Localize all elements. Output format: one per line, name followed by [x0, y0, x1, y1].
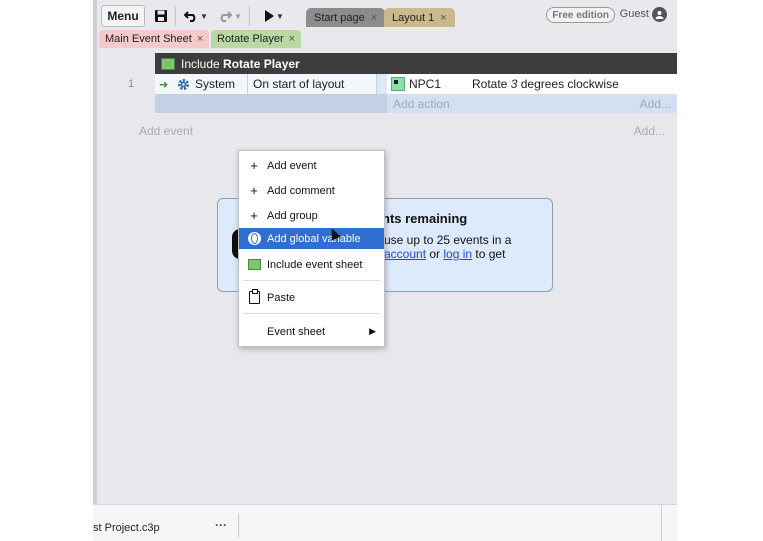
menu-item-add-global-variable[interactable]: Add global variable	[239, 228, 384, 249]
status-separator	[661, 505, 662, 541]
more-options-icon[interactable]: ···	[215, 518, 227, 532]
action-value: 3	[510, 77, 518, 91]
sprite-object-icon	[391, 77, 405, 91]
condition-cell[interactable]: ➜ System On start of layout	[155, 74, 377, 94]
add-action-row: Add action Add...	[155, 94, 677, 113]
toolbar-separator	[249, 6, 250, 26]
event-number: 1	[128, 78, 135, 90]
include-sheet-name: Rotate Player	[223, 56, 300, 71]
menu-item-include-event-sheet[interactable]: Include event sheet	[239, 254, 384, 275]
condition-object: System	[195, 77, 236, 91]
close-icon[interactable]: ×	[288, 33, 296, 45]
tab-label: Rotate Player	[217, 33, 284, 45]
save-icon[interactable]	[151, 5, 171, 27]
event-sheet-tabs: Main Event Sheet × Rotate Player ×	[97, 30, 677, 48]
action-object: NPC1	[409, 77, 442, 91]
tab-start-page[interactable]: Start page ×	[306, 8, 386, 27]
submenu-arrow-icon: ▶	[369, 326, 376, 336]
play-icon[interactable]: ▼	[259, 5, 289, 27]
event-row[interactable]: ➜ System On start of layout NPC1 Rotate …	[155, 74, 677, 94]
menu-item-event-sheet[interactable]: Event sheet ▶	[267, 325, 376, 338]
status-bar: st Project.c3p ···	[93, 504, 677, 541]
main-toolbar: Menu ▼ ▼ ▼ Start page × Layout 1 × Free …	[97, 0, 677, 30]
login-link[interactable]: log in	[443, 247, 473, 261]
event-sheet-icon	[161, 57, 175, 70]
user-circle-icon[interactable]	[652, 7, 667, 22]
menu-item-add-comment[interactable]: + Add comment	[239, 180, 384, 201]
event-sheet-icon	[247, 259, 261, 270]
plus-icon: +	[250, 183, 258, 198]
tab-label: Layout 1	[392, 11, 435, 24]
add-more-link[interactable]: Add...	[639, 97, 671, 111]
close-icon[interactable]: ×	[196, 33, 204, 45]
close-icon[interactable]: ×	[440, 11, 447, 24]
tab-main-event-sheet[interactable]: Main Event Sheet ×	[99, 30, 210, 48]
clipboard-icon	[247, 289, 261, 304]
action-text: Rotate 3 degrees clockwise	[472, 77, 619, 91]
context-menu: + Add event + Add comment + Add group Ad…	[238, 150, 385, 347]
plus-icon: +	[250, 208, 258, 223]
menu-separator	[243, 313, 380, 314]
notice-title: nts remaining	[382, 211, 468, 226]
user-name[interactable]: Guest	[619, 8, 649, 20]
tab-label: Start page	[314, 11, 365, 24]
condition-text: On start of layout	[253, 77, 345, 91]
notice-text: account or log in to get	[384, 247, 506, 261]
tab-rotate-player[interactable]: Rotate Player ×	[211, 30, 302, 48]
construct-editor: Menu ▼ ▼ ▼ Start page × Layout 1 × Free …	[93, 0, 677, 541]
undo-icon[interactable]: ▼	[183, 5, 209, 27]
plus-icon: +	[250, 158, 258, 173]
menu-item-add-event[interactable]: + Add event	[239, 155, 384, 176]
menu-item-add-group[interactable]: + Add group	[239, 205, 384, 226]
add-action-link[interactable]: Add action	[393, 97, 450, 111]
include-prefix: Include	[181, 56, 224, 71]
account-link[interactable]: account	[384, 247, 427, 261]
gear-icon	[176, 77, 190, 91]
menu-separator	[243, 280, 380, 281]
project-name[interactable]: st Project.c3p	[93, 522, 160, 534]
action-cell[interactable]: NPC1 Rotate 3 degrees clockwise	[387, 74, 677, 94]
cell-divider	[247, 74, 248, 94]
status-separator	[238, 513, 239, 537]
free-edition-badge[interactable]: Free edition	[546, 7, 615, 23]
globe-icon	[247, 232, 261, 245]
add-event-link[interactable]: Add event	[139, 124, 194, 138]
trigger-arrow-icon: ➜	[159, 78, 169, 91]
menu-button[interactable]: Menu	[101, 5, 145, 27]
add-more-link[interactable]: Add...	[633, 124, 665, 138]
tab-label: Main Event Sheet	[105, 33, 192, 45]
menu-item-paste[interactable]: Paste	[239, 287, 384, 308]
tab-layout-1[interactable]: Layout 1 ×	[384, 8, 455, 27]
toolbar-separator	[175, 6, 176, 26]
close-icon[interactable]: ×	[370, 11, 378, 24]
redo-icon[interactable]: ▼	[217, 5, 243, 27]
window-edge	[93, 0, 97, 541]
include-row[interactable]: Include Rotate Player	[155, 53, 677, 74]
add-action-spacer	[155, 94, 387, 113]
notice-text: use up to 25 events in a	[384, 233, 512, 247]
